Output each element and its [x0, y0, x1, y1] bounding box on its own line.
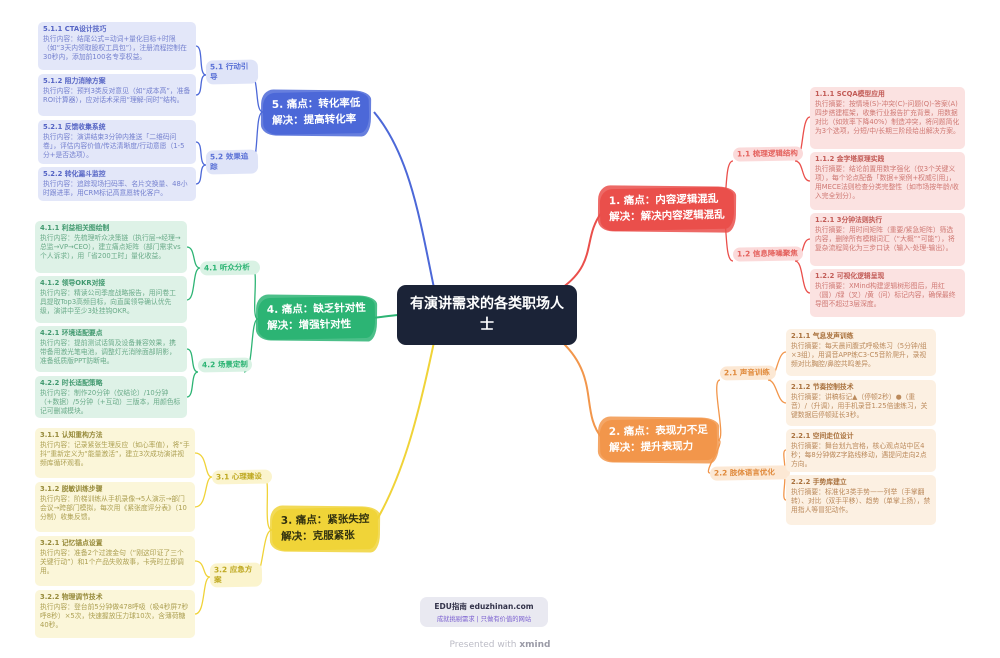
leaf-title: 5.1.2 阻力消除方案	[43, 77, 106, 85]
branch-node-content-logic[interactable]: 1. 痛点：内容逻辑混乱 解决：解决内容逻辑混乱	[599, 186, 734, 231]
branch-node-targeting[interactable]: 4. 痛点：缺乏针对性 解决：增强针对性	[257, 295, 376, 340]
leaf-2-2-1[interactable]: 2.2.1 空间走位设计 执行摘要：舞台划九宫格，核心观点站中区4秒；每8分钟做…	[786, 429, 936, 472]
branch-node-expressiveness[interactable]: 2. 痛点：表现力不足 解决：提升表现力	[599, 417, 718, 462]
leaf-body: 执行摘要：每天晨间腹式呼吸练习（5分钟/组×3组），用调音APP练C3-C5音阶…	[791, 342, 927, 369]
leaf-1-1-2[interactable]: 1.1.2 金字塔原理实践 执行摘要：结论前置用数字强化（仅3个关键义项），每个…	[810, 152, 965, 210]
leaf-title: 4.1.1 利益相关图绘制	[40, 224, 110, 232]
leaf-body: 执行内容：制作20分钟（仅结论）/10分钟（+数据）/5分钟（+互动）三版本，用…	[40, 389, 181, 416]
leaf-4-2-2[interactable]: 4.2.2 时长适配策略 执行内容：制作20分钟（仅结论）/10分钟（+数据）/…	[35, 376, 187, 418]
leaf-1-1-1[interactable]: 1.1.1 SCQA模型应用 执行摘要：按情境(S)-冲突(C)-问题(Q)-答…	[810, 87, 965, 149]
footer-domain: eduzhinan.com	[469, 602, 534, 611]
leaf-body: 执行内容：追踪现场扫码率、名片交换量、48小时跟进率，用CRM标记高意愿转化客户…	[43, 180, 188, 198]
leaf-body: 执行内容：预判3类反对意见（如“成本高”，准备ROI计算器），应对话术采用“理解…	[43, 87, 191, 105]
leaf-title: 5.1.1 CTA设计技巧	[43, 25, 107, 33]
subtopic-5-1[interactable]: 5.1 行动引导	[205, 59, 259, 84]
subtopic-1-1[interactable]: 1.1 梳理逻辑结构	[732, 146, 804, 162]
leaf-title: 5.2.2 转化漏斗监控	[43, 170, 106, 178]
leaf-title: 2.2.1 空间走位设计	[791, 432, 854, 440]
connector-central-nervousness	[371, 341, 435, 529]
leaf-body: 执行内容：记录紧张生理反应（如心率值），将“手抖”重新定义为“能量激活”，建立3…	[40, 441, 190, 468]
leaf-2-1-2[interactable]: 2.1.2 节奏控制技术 执行摘要：讲稿标记▲（停顿2秒）●（重音）/（升调），…	[786, 380, 936, 426]
subtopic-5-2[interactable]: 5.2 效果追踪	[205, 149, 259, 174]
branch-node-conversion[interactable]: 5. 痛点：转化率低 解决：提高转化率	[262, 90, 370, 135]
leaf-title: 5.2.1 反馈收集系统	[43, 123, 106, 131]
leaf-4-1-2[interactable]: 4.1.2 领导OKR对接 执行内容：精读公司季度战略报告，用问卷工具提取Top…	[35, 276, 187, 323]
leaf-title: 4.1.2 领导OKR对接	[40, 279, 106, 287]
leaf-body: 执行摘要：XMind构建逻辑树形图后，用红（圆）/绿（叉）/黄（问）标记内容，确…	[815, 282, 956, 309]
branch-label-line2: 解决：克服紧张	[281, 529, 355, 543]
leaf-2-1-1[interactable]: 2.1.1 气息发声训练 执行摘要：每天晨间腹式呼吸练习（5分钟/组×3组），用…	[786, 329, 936, 376]
leaf-4-1-1[interactable]: 4.1.1 利益相关图绘制 执行内容：先梳理听众决策链（执行层→经理→总监→VP…	[35, 221, 187, 273]
leaf-4-2-1[interactable]: 4.2.1 环境适配要点 执行内容：提前测试话筒及设备兼容效果，携带备用激光笔电…	[35, 326, 187, 372]
watermark-brand: xmind	[519, 640, 551, 650]
leaf-1-2-1[interactable]: 1.2.1 3分钟法则执行 执行摘要：用时间矩阵（重要/紧急矩阵）筛选内容，删除…	[810, 213, 965, 266]
leaf-title: 3.1.1 认知重构方法	[40, 431, 103, 439]
leaf-body: 执行摘要：结论前置用数字强化（仅3个关键义项），每个论点配备「数据+案例+权威引…	[815, 165, 959, 201]
branch-label-line2: 解决：解决内容逻辑混乱	[609, 208, 725, 223]
leaf-5-1-1[interactable]: 5.1.1 CTA设计技巧 执行内容：结尾公式=动词+量化目标+时限（如“3天内…	[38, 22, 196, 70]
branch-label-line2: 解决：提高转化率	[272, 112, 357, 127]
leaf-2-2-2[interactable]: 2.2.2 手势库建立 执行摘要：标准化3类手势——列举（手掌翻转）、对比（双手…	[786, 475, 936, 525]
subtopic-1-2[interactable]: 1.2 信息降噪聚焦	[732, 246, 804, 262]
leaf-3-2-1[interactable]: 3.2.1 记忆锚点设置 执行内容：准备2个过渡金句（“刚这印证了三个关键行动”…	[35, 536, 195, 586]
subtopic-2-1[interactable]: 2.1 声音训练	[719, 365, 777, 381]
leaf-body: 执行摘要：按情境(S)-冲突(C)-问题(Q)-答案(A)四步搭建框架，收集行业…	[815, 100, 960, 136]
leaf-body: 执行内容：结尾公式=动词+量化目标+时限（如“3天内领取股权工具包”），注册流程…	[43, 35, 187, 62]
branch-label-line2: 解决：增强针对性	[267, 318, 352, 332]
leaf-title: 3.2.2 物理调节技术	[40, 593, 103, 601]
subtopic-2-2[interactable]: 2.2 肢体语言优化	[709, 465, 791, 481]
leaf-body: 执行内容：提前测试话筒及设备兼容效果，携带备用激光笔电池，调整灯光消除面部阴影，…	[40, 339, 176, 366]
subtopic-3-1[interactable]: 3.1 心理建设	[211, 469, 273, 485]
leaf-title: 4.2.1 环境适配要点	[40, 329, 103, 337]
branch-label-line1: 2. 痛点：表现力不足	[608, 423, 708, 439]
leaf-1-2-2[interactable]: 1.2.2 可视化逻辑呈现 执行摘要：XMind构建逻辑树形图后，用红（圆）/绿…	[810, 269, 965, 317]
leaf-5-2-1[interactable]: 5.2.1 反馈收集系统 执行内容：演讲结束3分钟内推送「二维码问卷」，评估内容…	[38, 120, 196, 164]
leaf-body: 执行内容：演讲结束3分钟内推送「二维码问卷」，评估内容价值/传达清晰度/行动意愿…	[43, 133, 185, 160]
branch-label-line1: 4. 痛点：缺乏针对性	[266, 301, 366, 317]
footer-stamp: EDU指南 eduzhinan.com 成就挑剔需求 | 只做有价值的网站	[420, 597, 548, 627]
leaf-title: 1.1.2 金字塔原理实践	[815, 155, 885, 163]
branch-label-line2: 解决：提升表现力	[609, 440, 694, 454]
footer-tagline: 成就挑剔需求 | 只做有价值的网站	[436, 616, 532, 623]
leaf-body: 执行摘要：讲稿标记▲（停顿2秒）●（重音）/（升调），用手机录音1.25倍速练习…	[791, 393, 928, 420]
leaf-5-2-2[interactable]: 5.2.2 转化漏斗监控 执行内容：追踪现场扫码率、名片交换量、48小时跟进率，…	[38, 167, 196, 201]
leaf-title: 2.2.2 手势库建立	[791, 478, 847, 486]
central-topic[interactable]: 有演讲需求的各类职场人士	[397, 285, 577, 345]
leaf-body: 执行内容：先梳理听众决策链（执行层→经理→总监→VP→CEO），建立痛点矩阵（部…	[40, 234, 181, 261]
connector-central-conversion	[373, 111, 435, 289]
leaf-body: 执行内容：准备2个过渡金句（“刚这印证了三个关键行动”）和1个产品失败故事，卡壳…	[40, 549, 184, 576]
leaf-body: 执行内容：精读公司季度战略报告，用问卷工具提取Top3高频目标，向直属领导确认优…	[40, 289, 176, 316]
connector-central-expressiveness	[561, 341, 603, 439]
footer-site-name: EDU指南	[434, 602, 467, 611]
connector-central-contentlogic	[561, 211, 603, 289]
leaf-3-1-1[interactable]: 3.1.1 认知重构方法 执行内容：记录紧张生理反应（如心率值），将“手抖”重新…	[35, 428, 195, 478]
leaf-title: 4.2.2 时长适配策略	[40, 379, 103, 387]
leaf-body: 执行摘要：用时间矩阵（重要/紧急矩阵）筛选内容，删除所有模糊词汇（“大概”“可能…	[815, 226, 955, 253]
leaf-3-2-2[interactable]: 3.2.2 物理调节技术 执行内容：登台前5分钟做478呼吸（吸4秒屏7秒呼8秒…	[35, 590, 195, 638]
leaf-5-1-2[interactable]: 5.1.2 阻力消除方案 执行内容：预判3类反对意见（如“成本高”，准备ROI计…	[38, 74, 196, 116]
leaf-title: 3.1.2 脱敏训练步骤	[40, 485, 103, 493]
leaf-title: 1.1.1 SCQA模型应用	[815, 90, 885, 98]
leaf-3-1-2[interactable]: 3.1.2 脱敏训练步骤 执行内容：阶梯训练从手机录像→5人演示→部门会议→跨部…	[35, 482, 195, 532]
leaf-title: 1.2.2 可视化逻辑呈现	[815, 272, 885, 280]
leaf-body: 执行摘要：标准化3类手势——列举（手掌翻转）、对比（双手平移）、趋势（单掌上扬）…	[791, 488, 931, 515]
branch-label-line1: 5. 痛点：转化率低	[271, 97, 361, 111]
leaf-title: 2.1.2 节奏控制技术	[791, 383, 854, 391]
leaf-title: 2.1.1 气息发声训练	[791, 332, 854, 340]
subtopic-4-1[interactable]: 4.1 听众分析	[199, 260, 261, 276]
leaf-body: 执行内容：阶梯训练从手机录像→5人演示→部门会议→跨部门模拟，每次用《紧张度评分…	[40, 495, 187, 522]
leaf-body: 执行内容：登台前5分钟做478呼吸（吸4秒屏7秒呼8秒）×5次，快速握放压力球1…	[40, 603, 189, 630]
subtopic-3-2[interactable]: 3.2 应急方案	[209, 562, 263, 587]
xmind-watermark: Presented with xmind	[430, 640, 570, 650]
branch-node-nervousness[interactable]: 3. 痛点：紧张失控 解决：克服紧张	[271, 506, 379, 551]
leaf-title: 3.2.1 记忆锚点设置	[40, 539, 103, 547]
leaf-body: 执行摘要：舞台划九宫格，核心观点站中区4秒；每8分钟做Z字路线移动，遇提问走向2…	[791, 442, 927, 469]
leaf-title: 1.2.1 3分钟法则执行	[815, 216, 883, 224]
subtopic-4-2[interactable]: 4.2 场景定制	[197, 357, 253, 373]
branch-label-line1: 3. 痛点：紧张失控	[280, 513, 370, 527]
watermark-prefix: Presented with	[449, 640, 517, 650]
